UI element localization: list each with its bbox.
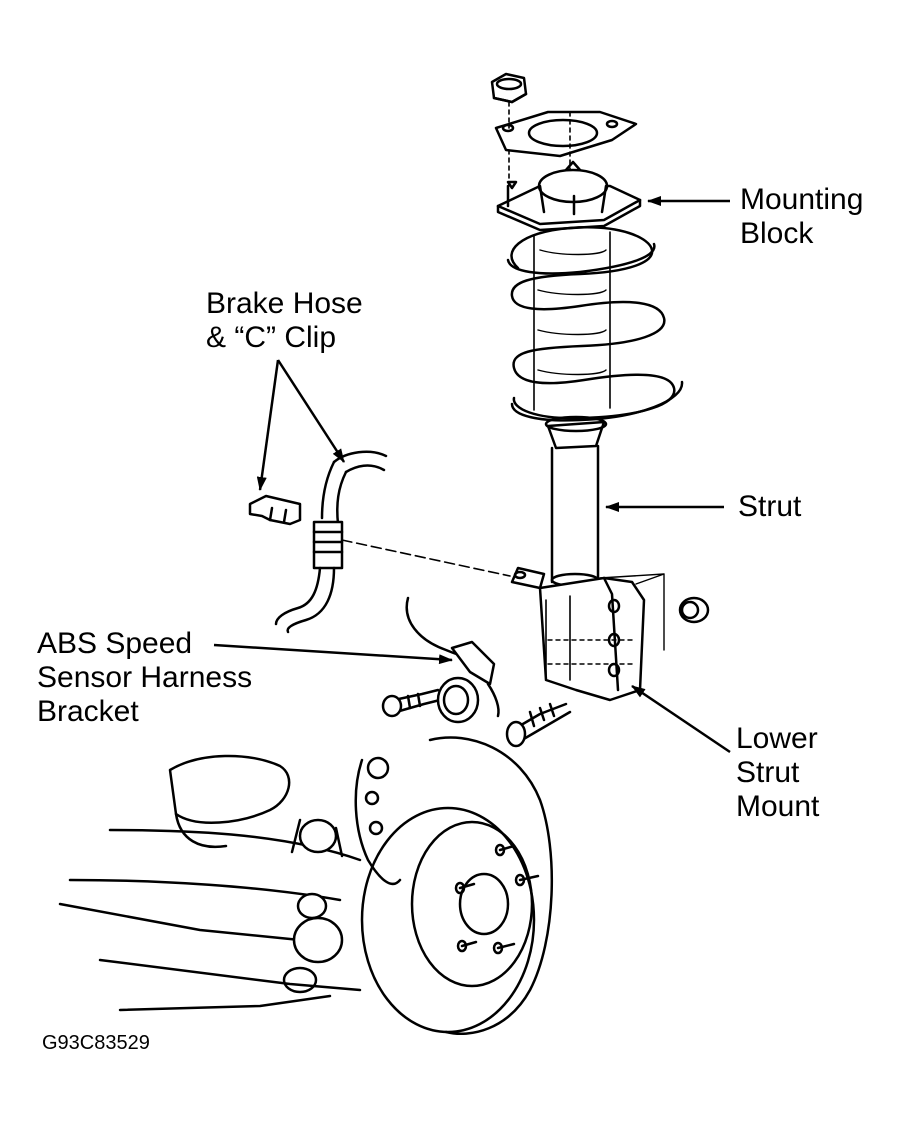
leader-arrows xyxy=(213,196,731,754)
lower-mount-nut xyxy=(678,596,710,624)
upper-plate xyxy=(494,101,638,186)
top-nut xyxy=(490,72,528,104)
lower-bolt-left xyxy=(381,688,442,718)
label-lower-strut-mount: Lower Strut Mount xyxy=(736,722,820,823)
lower-strut-mount xyxy=(510,566,665,702)
c-clip xyxy=(248,494,302,526)
lower-bolt-right xyxy=(505,702,572,748)
steering-knuckle xyxy=(354,756,402,886)
label-brake-hose: Brake Hose & “C” Clip xyxy=(206,287,363,354)
figure-code: G93C83529 xyxy=(42,1032,150,1054)
strut-body xyxy=(544,415,608,588)
washer xyxy=(436,676,480,724)
label-abs-bracket: ABS Speed Sensor Harness Bracket xyxy=(37,627,253,728)
suspension-arms xyxy=(58,754,362,1012)
brake-hose xyxy=(274,450,511,634)
label-mounting-block: Mounting Block xyxy=(740,183,864,250)
abs-sensor-bracket xyxy=(405,596,500,718)
coil-spring xyxy=(506,226,684,422)
brake-rotor xyxy=(360,736,553,1036)
mounting-block xyxy=(496,160,642,232)
label-strut: Strut xyxy=(738,490,802,523)
